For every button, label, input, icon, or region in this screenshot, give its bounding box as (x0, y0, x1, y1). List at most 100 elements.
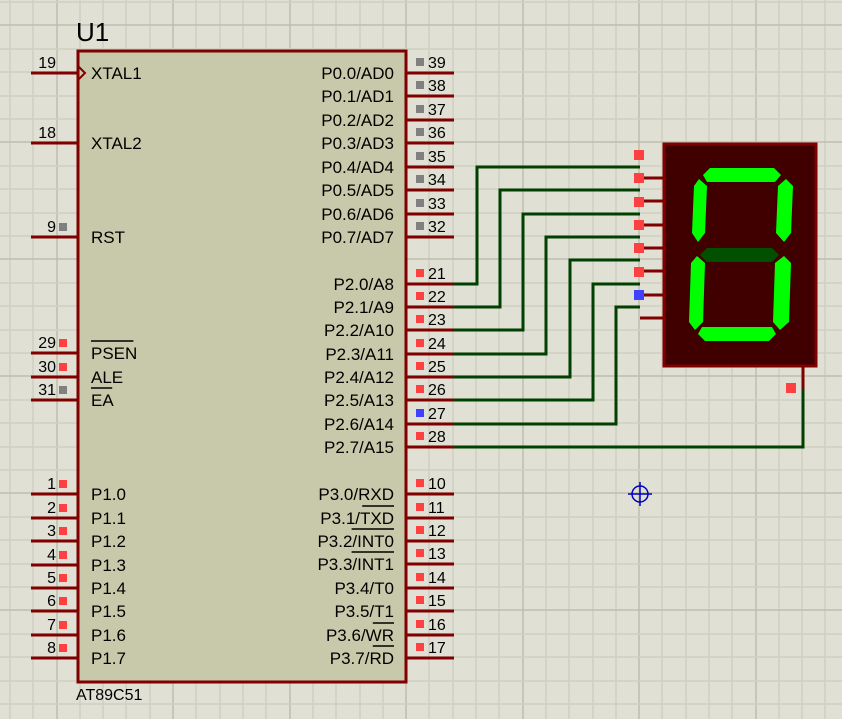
mcu-pin-2[interactable]: 2P1.1 (31, 500, 126, 528)
pin-number: 6 (47, 593, 56, 610)
pin-state-indicator (786, 383, 796, 393)
segment-g (700, 248, 779, 262)
pin-label: P2.6/A14 (324, 415, 394, 434)
pin-state-indicator (634, 243, 644, 253)
pin-state-indicator (634, 290, 644, 300)
pin-label: P0.2/AD2 (321, 111, 394, 130)
wire[interactable] (454, 212, 640, 332)
pin-number: 17 (428, 640, 446, 657)
wire[interactable] (454, 258, 640, 379)
pin-label: P2.0/A8 (334, 275, 395, 294)
pin-state-indicator (59, 527, 67, 535)
mcu-pin-4[interactable]: 4P1.3 (31, 547, 126, 575)
pin-label: XTAL1 (91, 64, 142, 83)
pin-label: P0.1/AD1 (321, 87, 394, 106)
pin-label: P1.4 (91, 579, 126, 598)
pin-state-indicator (416, 526, 424, 534)
pin-label: XTAL2 (91, 134, 142, 153)
pin-state-indicator (634, 220, 644, 230)
pin-state-indicator (416, 58, 424, 66)
pin-label: P1.1 (91, 509, 126, 528)
wire[interactable] (454, 305, 640, 426)
pin-state-indicator (59, 363, 67, 371)
wire[interactable] (454, 390, 805, 449)
pin-state-indicator (416, 549, 424, 557)
mcu-at89c51[interactable]: U1 AT89C51 19XTAL118XTAL29RST29PSEN30ALE… (31, 17, 454, 704)
pin-number: 19 (38, 55, 56, 72)
pin-state-indicator (59, 480, 67, 488)
pin-label: P3.1/TXD (320, 509, 394, 528)
mcu-pin-3[interactable]: 3P1.2 (31, 523, 126, 551)
mcu-body[interactable] (76, 49, 408, 684)
pin-number: 9 (47, 219, 56, 236)
seven-segment-display[interactable] (634, 142, 818, 393)
mcu-pin-7[interactable]: 7P1.6 (31, 617, 126, 645)
pin-state-indicator (416, 339, 424, 347)
pin-number: 22 (428, 289, 446, 306)
pin-label: P0.7/AD7 (321, 228, 394, 247)
pin-state-indicator (59, 339, 67, 347)
mcu-pin-8[interactable]: 8P1.7 (31, 640, 126, 668)
mcu-pin-1[interactable]: 1P1.0 (31, 476, 126, 504)
pin-label: P3.0/RXD (318, 485, 394, 504)
pin-number: 35 (428, 149, 446, 166)
wire[interactable] (454, 282, 640, 402)
pin-number: 8 (47, 640, 56, 657)
clock-input-icon (78, 66, 87, 80)
wire[interactable] (454, 188, 640, 309)
pin-label: ALE (91, 368, 123, 387)
pin-label: P2.5/A13 (324, 391, 394, 410)
pin-state-indicator (59, 621, 67, 629)
display-segments (689, 168, 793, 341)
pin-number: 30 (38, 359, 56, 376)
pin-state-indicator (416, 479, 424, 487)
wire[interactable] (454, 165, 640, 286)
display-pin-7[interactable] (634, 290, 664, 320)
mcu-pin-5[interactable]: 5P1.4 (31, 570, 126, 598)
mcu-pin-6[interactable]: 6P1.5 (31, 593, 126, 621)
pin-label: P1.6 (91, 626, 126, 645)
pin-label: P1.0 (91, 485, 126, 504)
wire[interactable] (454, 235, 640, 356)
display-common-pin[interactable] (786, 366, 805, 393)
pin-label: P2.3/A11 (325, 345, 394, 364)
pin-number: 37 (428, 102, 446, 119)
pin-state-indicator (59, 644, 67, 652)
pin-state-indicator (416, 222, 424, 230)
pin-number: 7 (47, 617, 56, 634)
pin-number: 15 (428, 593, 446, 610)
segment-f (692, 179, 707, 242)
